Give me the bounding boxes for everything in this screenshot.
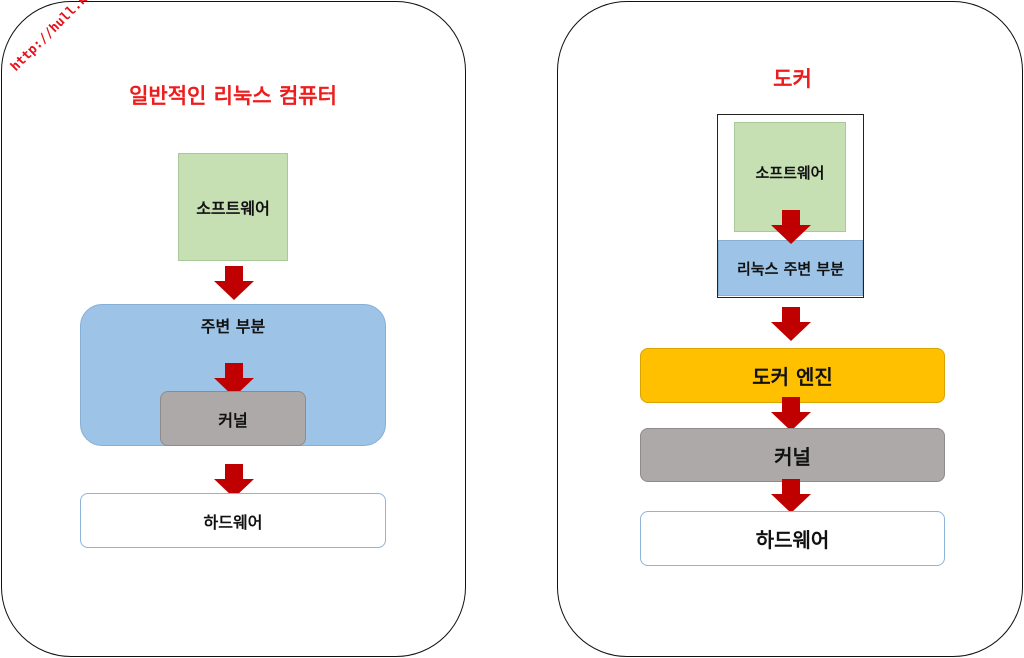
arrow-shape [771,397,811,431]
arrow-icon [771,210,811,244]
hardware-box: 하드웨어 [80,493,386,548]
arrow-icon [214,464,254,498]
kernel-box: 커널 [160,391,306,446]
software-box: 소프트웨어 [178,153,288,261]
linux-computer-title: 일반적인 리눅스 컴퓨터 [129,84,337,108]
docker-kernel-box: 커널 [640,428,945,482]
arrow-shape [214,464,254,498]
arrow-shape [771,210,811,244]
arrow-shape [771,479,811,513]
arrow-shape [214,266,254,300]
docker-hardware-box: 하드웨어 [640,511,945,566]
arrow-icon [771,479,811,513]
docker-engine-box: 도커 엔진 [640,348,945,403]
arrow-shape [214,363,254,397]
arrow-icon [771,397,811,431]
arrow-icon [771,307,811,341]
container-peripheral-box: 리눅스 주변 부분 [718,240,863,296]
docker-title: 도커 [773,67,812,91]
arrow-icon [214,363,254,397]
arrow-shape [771,307,811,341]
peripheral-label: 주변 부분 [200,317,266,336]
arrow-icon [214,266,254,300]
